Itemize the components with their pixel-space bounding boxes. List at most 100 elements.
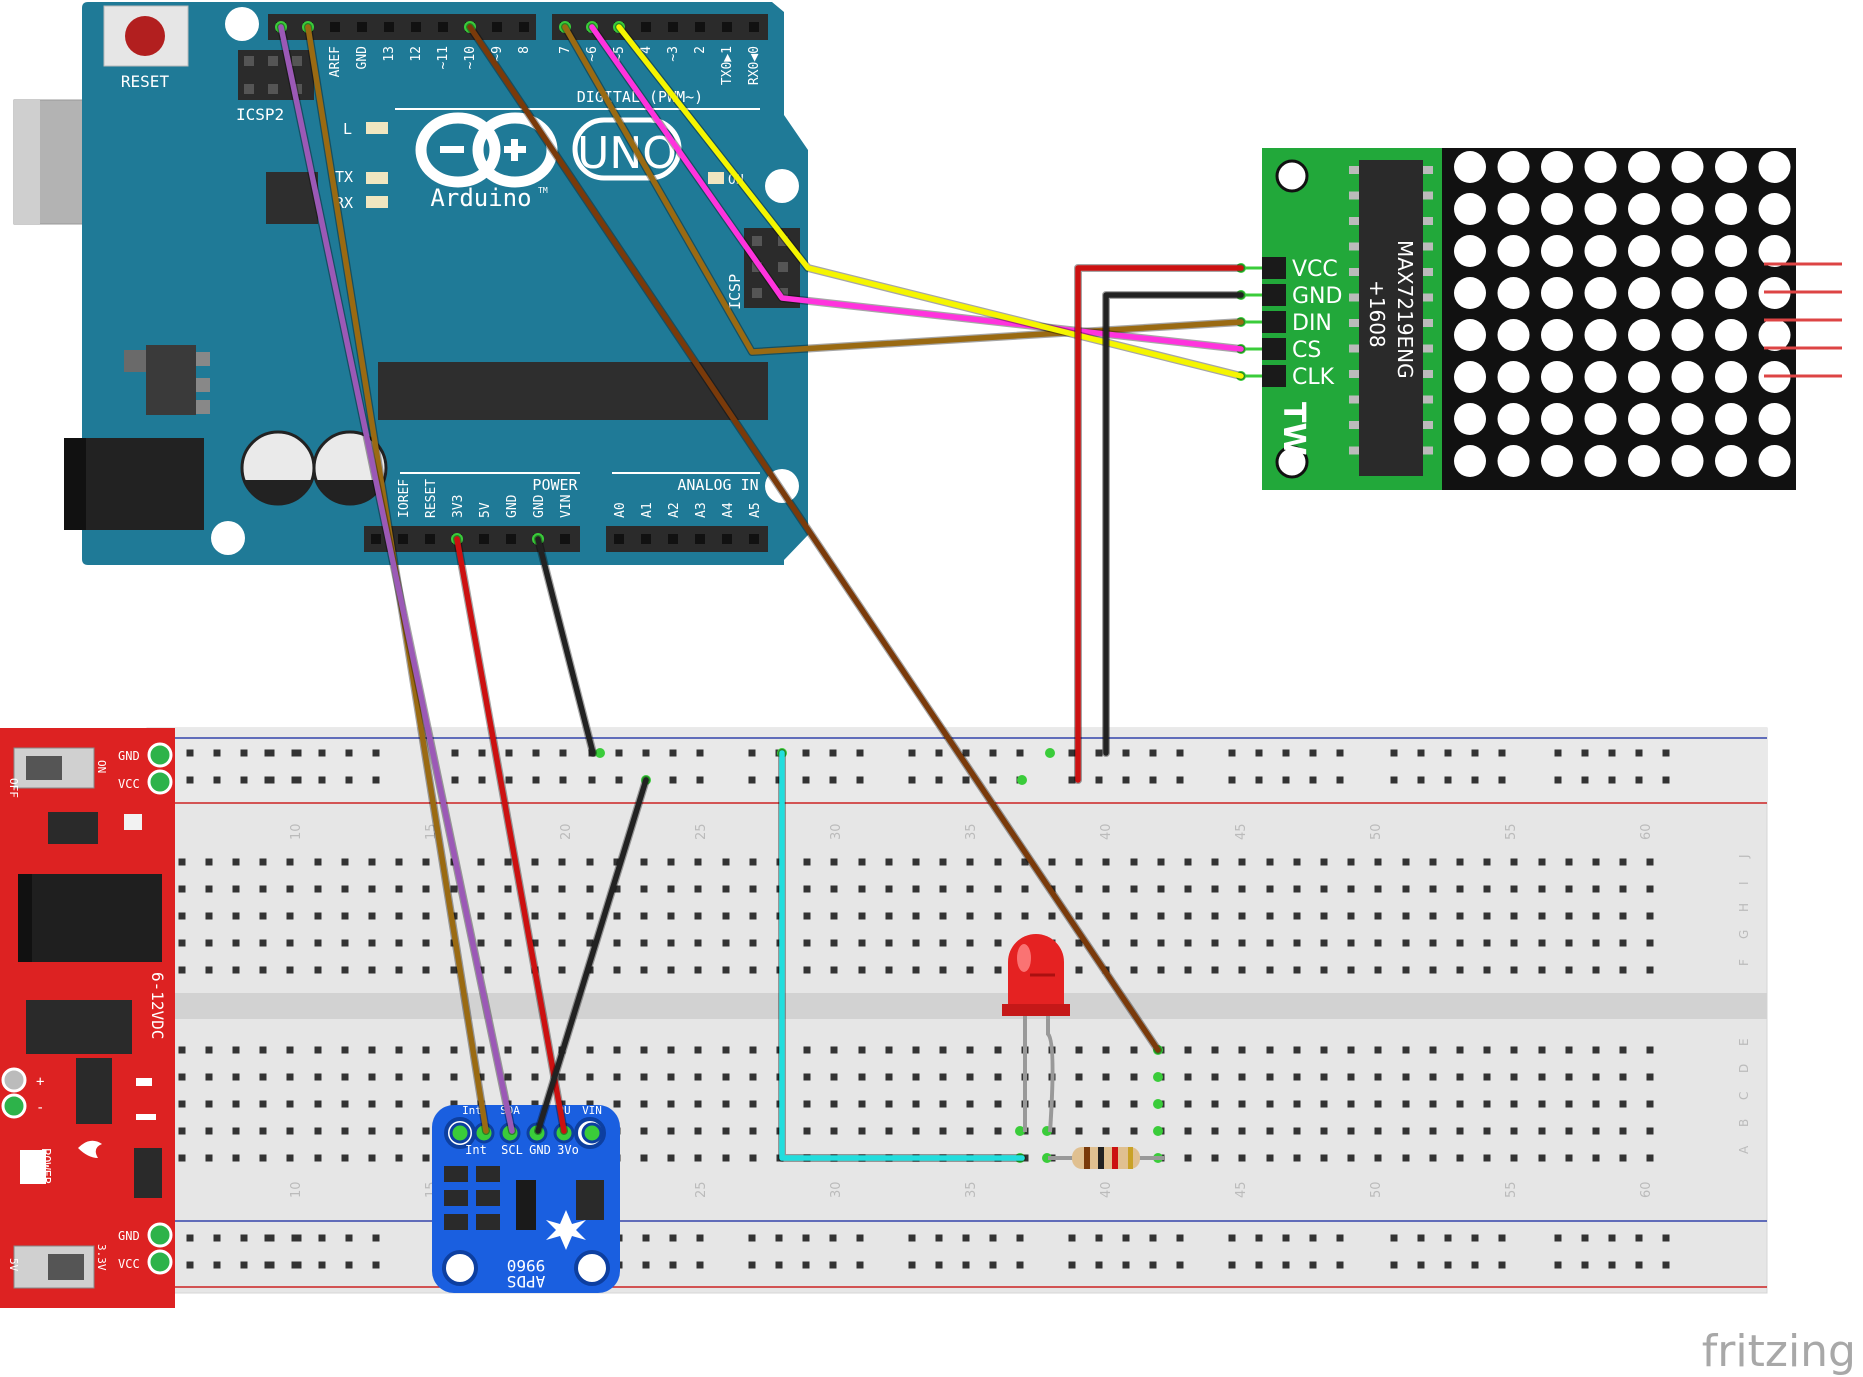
rail-hole[interactable]	[908, 776, 916, 784]
header-pin[interactable]	[668, 534, 678, 544]
breadboard-hole[interactable]	[1592, 1046, 1600, 1054]
breadboard-hole[interactable]	[722, 912, 730, 920]
breadboard-hole[interactable]	[477, 858, 485, 866]
breadboard-hole[interactable]	[178, 912, 186, 920]
breadboard-hole[interactable]	[1102, 912, 1110, 920]
breadboard-hole[interactable]	[1565, 1154, 1573, 1162]
breadboard-hole[interactable]	[803, 912, 811, 920]
rail-hole[interactable]	[1581, 1261, 1589, 1269]
breadboard-hole[interactable]	[1402, 966, 1410, 974]
breadboard-hole[interactable]	[694, 966, 702, 974]
breadboard-hole[interactable]	[1429, 939, 1437, 947]
breadboard-hole[interactable]	[558, 912, 566, 920]
breadboard-hole[interactable]	[314, 858, 322, 866]
breadboard-hole[interactable]	[1293, 966, 1301, 974]
breadboard-hole[interactable]	[1102, 1073, 1110, 1081]
matrix-pin-header[interactable]	[1262, 338, 1286, 360]
breadboard-hole[interactable]	[1347, 885, 1355, 893]
breadboard-hole[interactable]	[694, 1154, 702, 1162]
header-pin[interactable]	[492, 22, 502, 32]
breadboard-hole[interactable]	[1184, 1046, 1192, 1054]
breadboard-hole[interactable]	[205, 1100, 213, 1108]
rail-hole[interactable]	[1228, 776, 1236, 784]
rail-hole[interactable]	[1095, 776, 1103, 784]
breadboard-hole[interactable]	[504, 858, 512, 866]
breadboard-hole[interactable]	[1592, 1100, 1600, 1108]
breadboard-hole[interactable]	[667, 885, 675, 893]
breadboard-hole[interactable]	[667, 912, 675, 920]
breadboard-hole[interactable]	[858, 858, 866, 866]
breadboard-hole[interactable]	[341, 885, 349, 893]
breadboard-hole[interactable]	[912, 1073, 920, 1081]
breadboard-hole[interactable]	[994, 1046, 1002, 1054]
breadboard-hole[interactable]	[803, 858, 811, 866]
breadboard-hole[interactable]	[1130, 1127, 1138, 1135]
breadboard-hole[interactable]	[722, 939, 730, 947]
breadboard-hole-connected[interactable]	[1153, 1099, 1163, 1109]
breadboard-hole[interactable]	[613, 939, 621, 947]
rail-hole[interactable]	[642, 1261, 650, 1269]
breadboard-hole[interactable]	[1619, 858, 1627, 866]
breadboard-hole[interactable]	[178, 939, 186, 947]
header-pin[interactable]	[668, 22, 678, 32]
breadboard-hole[interactable]	[830, 1073, 838, 1081]
breadboard-hole[interactable]	[939, 966, 947, 974]
breadboard-hole[interactable]	[1157, 939, 1165, 947]
breadboard-hole[interactable]	[749, 966, 757, 974]
breadboard-hole[interactable]	[205, 966, 213, 974]
breadboard-hole[interactable]	[613, 1073, 621, 1081]
rail-hole[interactable]	[559, 749, 567, 757]
breadboard-hole[interactable]	[1075, 858, 1083, 866]
breadboard-hole[interactable]	[1538, 1127, 1546, 1135]
rail-hole[interactable]	[1095, 1234, 1103, 1242]
header-pin[interactable]	[425, 534, 435, 544]
breadboard-hole[interactable]	[558, 858, 566, 866]
breadboard-hole[interactable]	[422, 1154, 430, 1162]
breadboard-hole[interactable]	[1130, 1046, 1138, 1054]
breadboard-hole[interactable]	[858, 912, 866, 920]
breadboard-hole[interactable]	[1266, 1154, 1274, 1162]
rail-hole[interactable]	[1255, 776, 1263, 784]
breadboard-hole[interactable]	[1130, 966, 1138, 974]
breadboard-hole[interactable]	[1238, 1046, 1246, 1054]
breadboard-hole[interactable]	[722, 1073, 730, 1081]
breadboard-hole[interactable]	[858, 966, 866, 974]
breadboard-hole[interactable]	[885, 858, 893, 866]
rail-hole[interactable]	[1608, 1261, 1616, 1269]
breadboard-hole[interactable]	[395, 885, 403, 893]
breadboard-hole[interactable]	[259, 1127, 267, 1135]
breadboard-hole[interactable]	[749, 1073, 757, 1081]
breadboard-hole[interactable]	[1429, 966, 1437, 974]
rail-hole[interactable]	[775, 1234, 783, 1242]
rail-hole[interactable]	[1095, 749, 1103, 757]
rail-hole[interactable]	[532, 749, 540, 757]
breadboard-hole[interactable]	[1374, 858, 1382, 866]
header-pin[interactable]	[641, 534, 651, 544]
breadboard-hole[interactable]	[613, 912, 621, 920]
breadboard-hole[interactable]	[1402, 939, 1410, 947]
breadboard-hole[interactable]	[1565, 1127, 1573, 1135]
breadboard-hole[interactable]	[586, 1046, 594, 1054]
breadboard-hole[interactable]	[667, 939, 675, 947]
breadboard-hole[interactable]	[966, 912, 974, 920]
rail-hole[interactable]	[696, 749, 704, 757]
rail-hole[interactable]	[1390, 1234, 1398, 1242]
breadboard-hole[interactable]	[830, 1100, 838, 1108]
rail-hole[interactable]	[1336, 1234, 1344, 1242]
breadboard-hole[interactable]	[830, 912, 838, 920]
breadboard-hole-connected[interactable]	[1153, 1126, 1163, 1136]
rail-hole[interactable]	[478, 749, 486, 757]
rail-hole[interactable]	[451, 749, 459, 757]
breadboard-hole[interactable]	[1102, 858, 1110, 866]
breadboard-hole[interactable]	[1402, 912, 1410, 920]
breadboard-hole[interactable]	[640, 1046, 648, 1054]
sensor-pin[interactable]	[449, 1122, 471, 1144]
header-pin[interactable]	[357, 22, 367, 32]
rail-hole[interactable]	[1309, 749, 1317, 757]
wire-magenta-cs[interactable]	[589, 24, 1244, 352]
breadboard-hole[interactable]	[286, 912, 294, 920]
breadboard-hole[interactable]	[939, 858, 947, 866]
breadboard-hole[interactable]	[286, 1046, 294, 1054]
breadboard-hole[interactable]	[1184, 858, 1192, 866]
breadboard-hole[interactable]	[1510, 1046, 1518, 1054]
